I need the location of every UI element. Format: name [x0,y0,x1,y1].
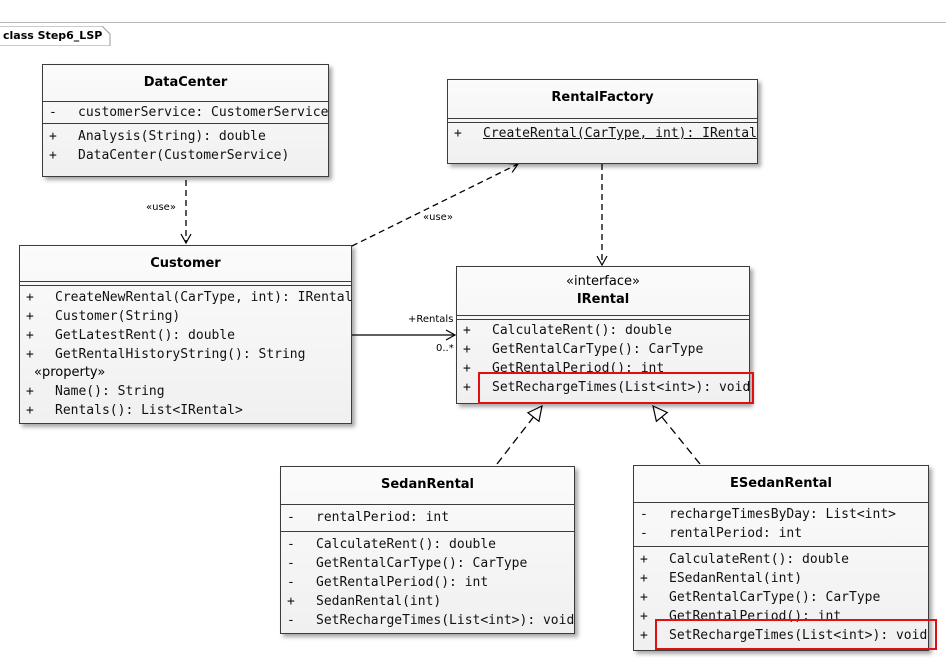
highlight-irental-setrechargetimes [478,372,754,404]
operation-compartment: +CreateRental(CarType, int): IRental [448,122,757,143]
dependency-customer-rentalfactory [351,162,520,247]
class-customer[interactable]: Customer +CreateNewRental(CarType, int):… [19,245,352,424]
property-row: +Name(): String [26,384,165,399]
operation-compartment: +CalculateRent(): double +GetRentalCarTy… [457,319,751,397]
operation-row: -GetRentalCarType(): CarType [287,556,528,571]
class-name: IRental [576,292,630,307]
class-irental[interactable]: «interface» IRental +CalculateRent(): do… [456,266,750,404]
attribute-row: -rechargeTimesByDay: List<int> [640,507,896,522]
operation-compartment: -CalculateRent(): double -GetRentalCarTy… [281,531,574,630]
attribute-row: -customerService: CustomerService [49,105,329,120]
association-role-label: +Rentals [408,314,454,325]
operation-row: +CalculateRent(): double [640,552,850,567]
interface-stereotype: «interface» [566,274,640,289]
operation-row: +Analysis(String): double [49,129,266,144]
attribute-row: -rentalPeriod: int [640,526,803,541]
operation-row: +SedanRental(int) [287,594,442,609]
operation-compartment: +CalculateRent(): double +ESedanRental(i… [634,546,928,645]
attribute-compartment [457,315,749,319]
class-name: RentalFactory [551,90,654,105]
highlight-esedanrental-setrechargetimes [655,619,937,650]
operation-row: -GetRentalPeriod(): int [287,575,489,590]
class-name: ESedanRental [730,476,832,491]
attribute-compartment: -rechargeTimesByDay: List<int> -rentalPe… [634,502,928,546]
class-datacenter[interactable]: DataCenter -customerService: CustomerSer… [42,64,329,177]
operation-row: +GetRentalCarType(): CarType [640,590,881,605]
class-sedanrental[interactable]: SedanRental -rentalPeriod: int -Calculat… [280,466,575,634]
use-label-customer: «use» [423,212,453,223]
attribute-compartment: -customerService: CustomerService [43,101,328,123]
operation-row: +SetRechargeTimes(List<int>): void [640,628,928,643]
operation-row: +GetRentalCarType(): CarType [463,342,704,357]
operation-row: +ESedanRental(int) [640,571,803,586]
property-stereotype: «property» [34,365,106,380]
operation-compartment: +CreateNewRental(CarType, int): IRental … [20,285,353,420]
operation-row: +CreateNewRental(CarType, int): IRental [26,290,353,305]
operation-compartment: +Analysis(String): double +DataCenter(Cu… [43,123,328,165]
realization-esedanrental-irental [652,404,701,465]
attribute-compartment: -rentalPeriod: int [281,504,574,531]
realization-sedanrental-irental [496,404,543,465]
operation-row: +DataCenter(CustomerService) [49,148,290,163]
operation-row: +CalculateRent(): double [463,323,673,338]
operation-row: -CalculateRent(): double [287,537,497,552]
attribute-compartment [448,118,757,122]
class-name: SedanRental [380,477,475,492]
operation-row: -SetRechargeTimes(List<int>): void [287,613,575,628]
operation-row: +Customer(String) [26,309,181,324]
use-label-datacenter: «use» [146,202,176,213]
operation-row: +SetRechargeTimes(List<int>): void [463,380,751,395]
class-rentalfactory[interactable]: RentalFactory +CreateRental(CarType, int… [447,79,758,164]
association-multiplicity-label: 0..* [436,343,454,354]
attribute-row: -rentalPeriod: int [287,510,450,525]
diagram-title: class Step6_LSP [3,29,103,42]
class-name: Customer [150,256,221,271]
class-name: DataCenter [143,75,228,90]
operation-row: +GetRentalHistoryString(): String [26,347,306,362]
property-row: +Rentals(): List<IRental> [26,403,243,418]
operation-row: +GetLatestRent(): double [26,328,236,343]
attribute-compartment [20,281,351,285]
operation-row: +CreateRental(CarType, int): IRental [454,126,757,141]
top-divider [0,22,946,23]
